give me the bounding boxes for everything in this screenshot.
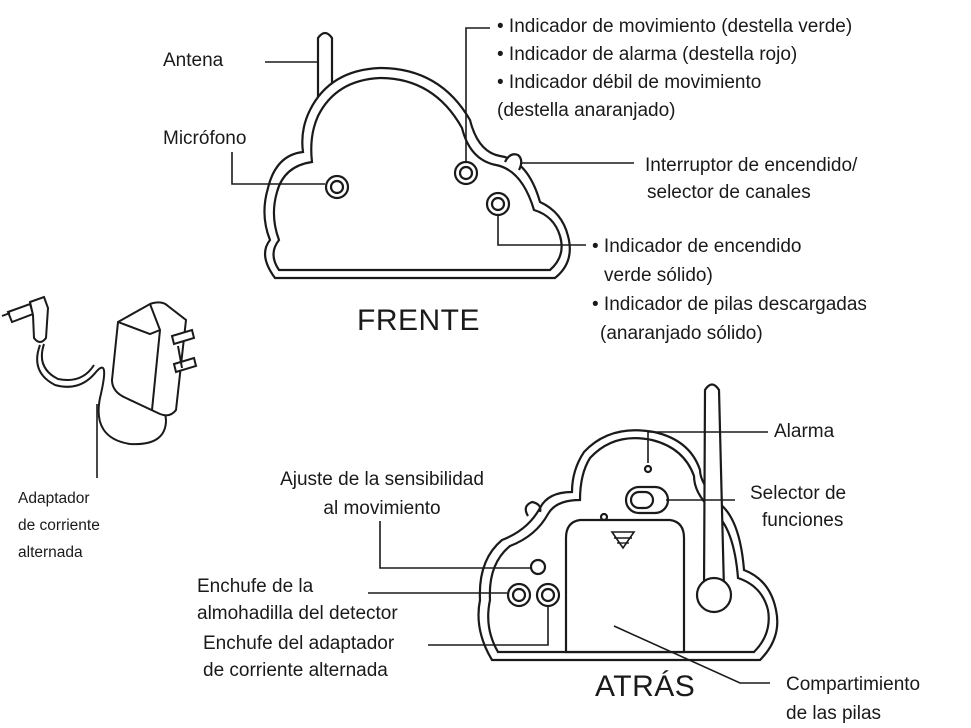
- back-leader-lines: [368, 431, 770, 684]
- sensitivity-dial: [529, 558, 547, 576]
- front-microphone-hole: [324, 174, 350, 200]
- front-housing-inner: [272, 76, 563, 272]
- function-selector-label: Selector de funciones: [750, 483, 847, 531]
- alarm-label: Alarma: [774, 421, 835, 442]
- power-switch-label: Interruptor de encendido/ selector de ca…: [645, 155, 858, 203]
- sensitivity-label: Ajuste de la sensibilidad al movimiento: [280, 469, 484, 519]
- front-unit: [263, 31, 571, 280]
- detector-pad-jack: [506, 582, 532, 608]
- front-movement-led: [453, 160, 479, 186]
- front-leader-lines: [231, 27, 634, 246]
- indicators-label: • Indicador de movimiento (destella verd…: [497, 16, 853, 121]
- monitor-diagram: [1, 27, 779, 684]
- back-title: ATRÁS: [595, 670, 696, 703]
- front-power-led: [485, 191, 511, 217]
- function-selector-switch: [624, 485, 670, 515]
- back-antenna: [702, 383, 726, 592]
- detector-pad-jack-label: Enchufe de la almohadilla del detector: [197, 576, 398, 624]
- back-alarm-hole: [643, 464, 653, 474]
- front-power-switch: [504, 153, 523, 171]
- ac-adapter-jack-label: Enchufe del adaptador de corriente alter…: [203, 633, 395, 681]
- ac-adapter: [1, 295, 198, 446]
- back-housing-inner: [487, 437, 770, 654]
- battery-compartment-label: Compartimiento de las pilas: [786, 674, 921, 724]
- power-indicators-label: • Indicador de encendido verde sólido) •…: [592, 236, 867, 344]
- battery-compartment: [564, 518, 686, 654]
- back-unit: [477, 383, 779, 662]
- front-housing-outer: [263, 66, 571, 280]
- adapter-label: Adaptador de corriente alternada: [18, 490, 100, 561]
- antenna-label: Antena: [163, 50, 224, 71]
- back-antenna-base: [695, 576, 733, 614]
- ac-adapter-jack: [535, 582, 561, 608]
- front-title: FRENTE: [357, 304, 480, 337]
- microphone-label: Micrófono: [163, 128, 247, 149]
